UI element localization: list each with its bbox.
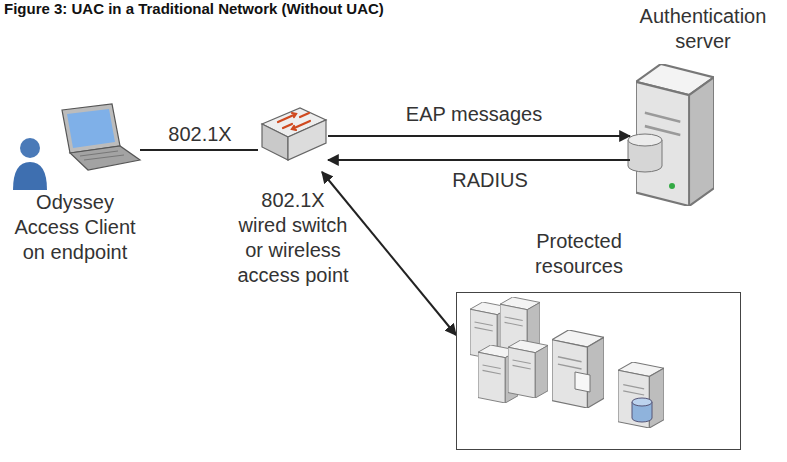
user-head	[20, 138, 40, 158]
user-icon	[13, 138, 47, 190]
node-label: Protected resources	[509, 229, 649, 279]
endpoint-node: Odyssey Access Client on endpoint	[10, 100, 140, 188]
edge-label: EAP messages	[374, 102, 574, 127]
laptop-keys	[80, 151, 124, 160]
server-tower	[508, 340, 548, 398]
database-top	[632, 398, 652, 406]
laptop-screen	[67, 109, 115, 148]
node-label: Odyssey Access Client on endpoint	[10, 190, 140, 265]
power-light	[669, 183, 675, 189]
server-tower	[618, 362, 664, 428]
edge-label: 802.1X	[100, 122, 300, 147]
server-icon	[628, 64, 714, 206]
edge-label: RADIUS	[390, 168, 590, 193]
message-arrow	[328, 159, 630, 161]
resource-servers	[470, 297, 664, 428]
server-tower	[552, 330, 604, 408]
resource-group: Protected resources	[456, 292, 741, 450]
switch-arrows	[278, 113, 310, 130]
drive-bay	[575, 372, 590, 392]
laptop-lid	[62, 104, 120, 153]
switch-icon	[262, 108, 326, 160]
laptop-base	[70, 146, 140, 170]
laptop-icon	[62, 104, 140, 170]
message-arrow	[322, 172, 456, 335]
switch-node: 802.1X wired switch or wireless access p…	[258, 104, 328, 172]
node-label: 802.1X wired switch or wireless access p…	[236, 188, 350, 288]
user-body	[13, 162, 47, 190]
link-line	[140, 149, 258, 151]
disk-top	[628, 134, 662, 146]
node-label: Authentication server	[628, 4, 778, 54]
figure-title: Figure 3: UAC in a Traditional Network (…	[4, 0, 384, 17]
switch-front	[262, 124, 288, 160]
message-arrow	[328, 135, 630, 137]
server-node: Authentication server	[630, 58, 715, 208]
